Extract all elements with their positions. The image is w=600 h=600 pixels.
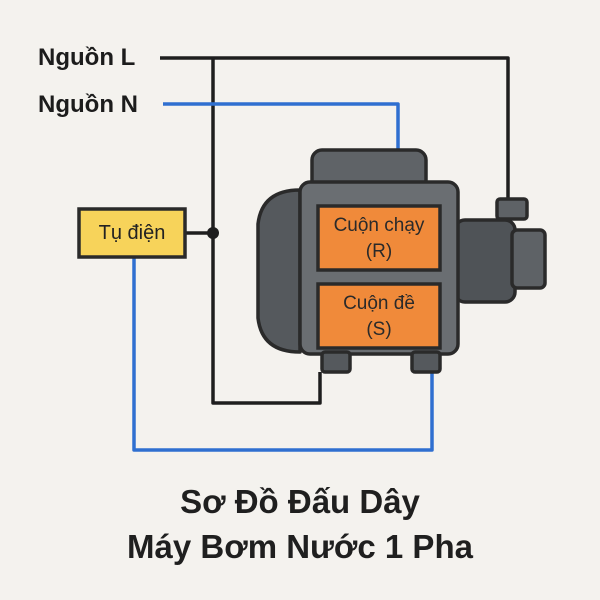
coil-run-text: Cuộn chạy (R) bbox=[318, 213, 440, 265]
coil-run-name: Cuộn chạy bbox=[333, 215, 425, 236]
coil-start-code: (S) bbox=[366, 319, 392, 340]
pump-housing bbox=[453, 218, 517, 304]
coil-start-name: Cuộn đề bbox=[343, 293, 415, 314]
motor-rear-cap bbox=[256, 188, 302, 354]
pump-outlet bbox=[510, 228, 547, 290]
junction-dot bbox=[207, 227, 219, 239]
capacitor-box bbox=[77, 207, 187, 259]
source-n-label: Nguồn N bbox=[38, 91, 138, 118]
motor-foot-right bbox=[410, 350, 442, 374]
capacitor-label: Tụ điện bbox=[98, 222, 166, 244]
coil-start bbox=[316, 282, 442, 350]
coil-run-code: (R) bbox=[365, 241, 393, 262]
title-line-1: Sơ Đồ Đấu Dây bbox=[180, 483, 420, 520]
pump-inlet bbox=[495, 197, 529, 221]
coil-start-text: Cuộn đề (S) bbox=[318, 291, 440, 343]
source-l-label: Nguồn L bbox=[38, 44, 136, 71]
wire-n bbox=[132, 102, 434, 452]
motor-foot-left bbox=[320, 350, 352, 374]
coil-run bbox=[316, 204, 442, 272]
title-line-2: Máy Bơm Nước 1 Pha bbox=[127, 528, 473, 565]
